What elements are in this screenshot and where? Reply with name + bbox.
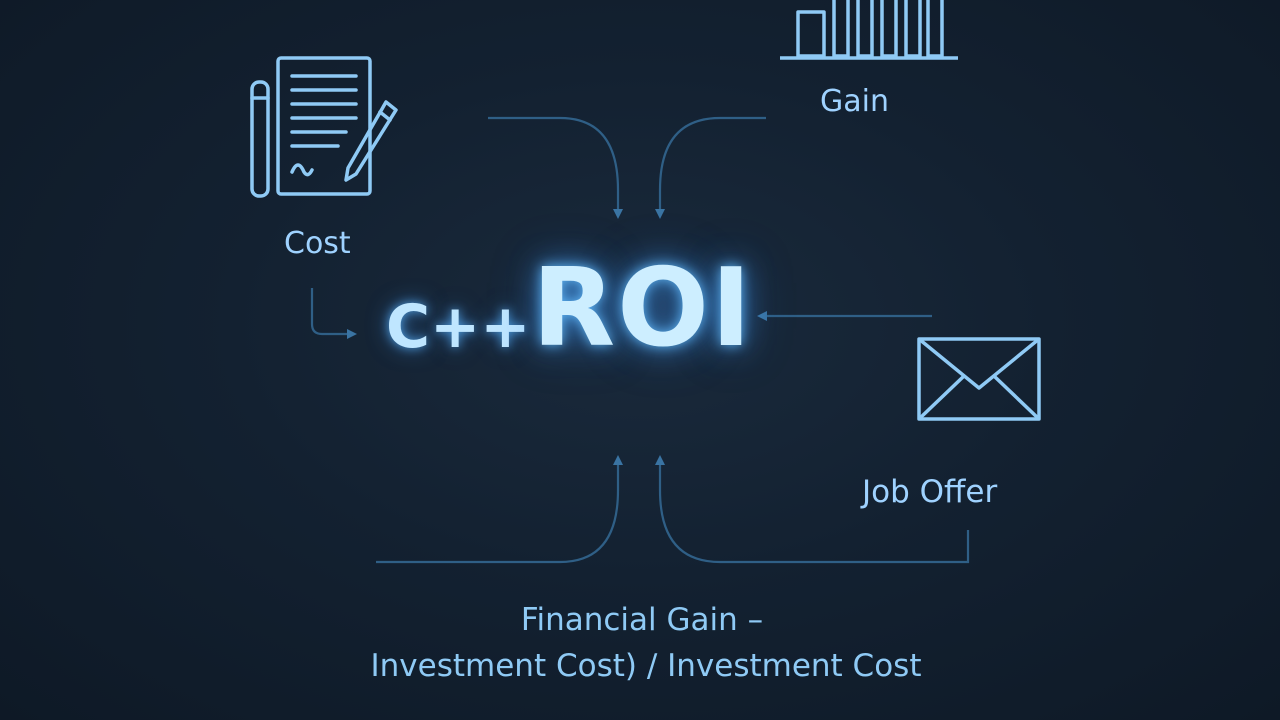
connector-cost xyxy=(310,288,357,339)
formula-line-2: Investment Cost) / Investment Cost xyxy=(370,648,922,684)
envelope-icon xyxy=(917,337,1041,421)
gain-label: Gain xyxy=(820,84,889,119)
document-pen-icon xyxy=(250,56,398,198)
connector-bottom-right xyxy=(655,455,970,564)
roi-title: ROI xyxy=(532,246,754,371)
cpp-prefix: C++ xyxy=(386,292,531,362)
connector-top-right xyxy=(655,116,766,219)
cost-label: Cost xyxy=(284,226,351,261)
bar-chart-icon xyxy=(780,0,958,60)
connector-bottom-left xyxy=(376,455,623,564)
formula-line-1: Financial Gain – xyxy=(520,602,764,638)
connector-top-left xyxy=(488,116,623,219)
job-offer-label: Job Offer xyxy=(862,474,998,510)
